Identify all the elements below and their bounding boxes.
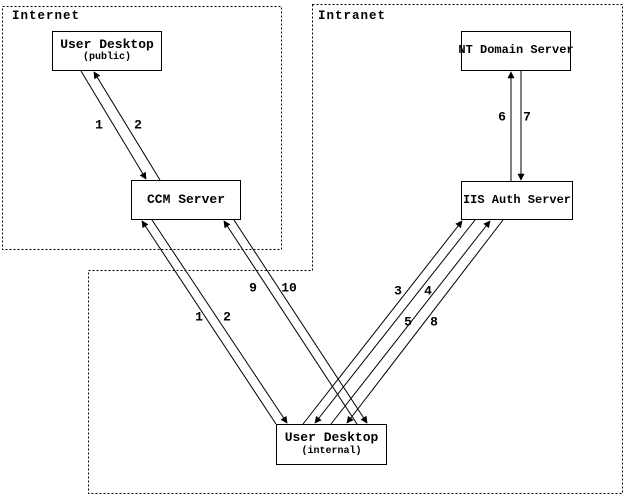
flow-line-5-internal-to-iis [330, 220, 491, 425]
node-iis-auth-server: IIS Auth Server [461, 181, 573, 220]
flow-label-7-nt-iis: 7 [523, 109, 531, 125]
node-user-desktop-public: User Desktop (public) [52, 31, 162, 71]
flow-line-10-ccm-to-internal [233, 219, 368, 424]
flow-line-2-ccm-to-public [93, 71, 161, 181]
flow-line-9-internal-to-ccm [223, 220, 358, 425]
node-subtitle: (internal) [301, 445, 362, 457]
node-title: User Desktop [60, 36, 154, 52]
flow-line-4-iis-to-internal [314, 219, 476, 424]
node-title: IIS Auth Server [462, 192, 572, 207]
flow-line-1-internal-to-ccm [141, 220, 277, 425]
node-title: User Desktop [284, 430, 379, 446]
flow-line-2-ccm-to-internal [151, 219, 288, 424]
flow-label-4-iis-internal: 4 [424, 283, 432, 299]
node-ccm-server: CCM Server [131, 180, 241, 220]
flow-label-8-iis-internal: 8 [430, 314, 438, 330]
node-title: CCM Server [146, 191, 225, 207]
flow-line-1-public-to-ccm [80, 70, 147, 180]
node-subtitle: (public) [82, 52, 131, 64]
flow-label-2-ccm-public: 2 [134, 117, 142, 133]
flow-label-9-internal-ccm: 9 [249, 280, 257, 296]
internet-region-outline [2, 6, 282, 250]
flow-label-1-public-ccm: 1 [95, 117, 103, 133]
flow-label-1-internal-ccm: 1 [195, 309, 203, 325]
flow-label-10-ccm-internal: 10 [281, 280, 297, 296]
flow-label-5-internal-iis: 5 [404, 314, 412, 330]
flow-label-3-internal-iis: 3 [394, 283, 402, 299]
flow-line-3-internal-to-iis [302, 220, 463, 425]
flow-label-6-iis-nt: 6 [498, 109, 506, 125]
flow-label-2-ccm-internal: 2 [223, 309, 231, 325]
internet-region-title: Internet [12, 9, 81, 23]
node-nt-domain-server: NT Domain Server [458, 31, 574, 71]
intranet-region-outline [88, 4, 623, 494]
node-title: NT Domain Server [458, 43, 574, 58]
intranet-region-title: Intranet [318, 9, 387, 23]
node-user-desktop-internal: User Desktop (internal) [276, 424, 387, 465]
flow-line-8-iis-to-internal [346, 219, 504, 424]
